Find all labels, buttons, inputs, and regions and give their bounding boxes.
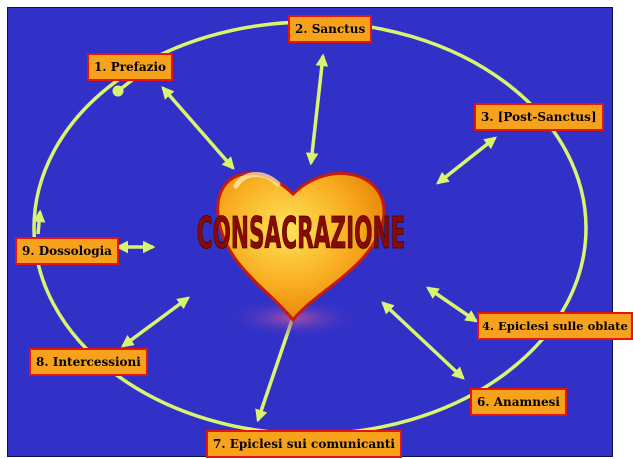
step-sanctus: 2. Sanctus	[288, 15, 373, 43]
arrow-anamnesi	[381, 301, 465, 380]
arrow-sanctus	[305, 53, 329, 166]
arrow-intercessioni	[120, 296, 191, 348]
step-prefazio: 1. Prefazio	[87, 53, 173, 81]
heart-highlight	[233, 172, 281, 189]
arrow-post-sanctus	[436, 136, 497, 185]
step-epiclesi-comunicanti: 7. Epiclesi sui comunicanti	[206, 430, 402, 458]
arrows	[32, 53, 497, 423]
step-post-sanctus: 3. [Post-Sanctus]	[474, 103, 604, 131]
step-anamnesi: 6. Anamnesi	[470, 388, 567, 416]
center-title: CONSACRAZIONE	[197, 209, 406, 260]
arrow-epiclesi-oblate	[425, 286, 479, 323]
arrow-ellipse-left	[32, 209, 46, 235]
diagram-canvas: CONSACRAZIONE	[32, 20, 588, 436]
step-intercessioni: 8. Intercessioni	[29, 348, 148, 376]
heart-shape	[216, 171, 386, 323]
step-epiclesi-oblate: 4. Epiclesi sulle oblate	[477, 312, 633, 340]
slide: CONSACRAZIONE 1. Prefazio 2. Sanctus 3. …	[7, 7, 633, 458]
step-dossologia: 9. Dossologia	[15, 237, 119, 265]
arrow-prefazio	[161, 86, 235, 170]
